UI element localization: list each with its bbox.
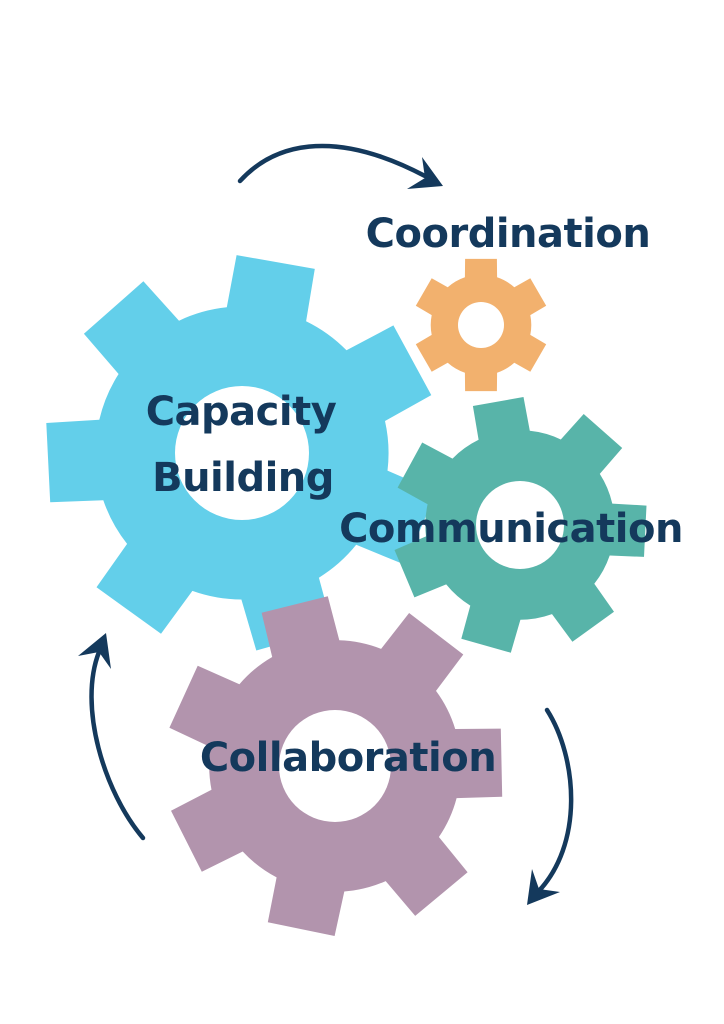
capacity-building-gear-hole xyxy=(175,386,309,520)
collaboration-gear-hole xyxy=(279,710,391,822)
communication-label: Communication xyxy=(339,506,683,552)
communication-gear-hole xyxy=(476,481,564,569)
arrow-right-clockwise-icon xyxy=(527,707,574,905)
arrow-left-counterclockwise-icon xyxy=(78,633,146,841)
collaboration-label: Collaboration xyxy=(200,735,496,781)
capacity-building-label-line1: Capacity xyxy=(146,389,337,435)
coordination-label: Coordination xyxy=(366,211,651,257)
capacity-building-label-line2: Building xyxy=(152,455,334,501)
arrow-right-shaft xyxy=(533,707,574,897)
arrow-right-head xyxy=(527,869,560,905)
coordination-gear-hole xyxy=(458,302,504,348)
arrow-top-clockwise-icon xyxy=(237,143,443,189)
arrow-left-head xyxy=(78,633,111,669)
arrow-top-shaft xyxy=(237,143,428,184)
arrow-top-head xyxy=(407,157,443,189)
arrow-left-shaft xyxy=(89,649,146,841)
